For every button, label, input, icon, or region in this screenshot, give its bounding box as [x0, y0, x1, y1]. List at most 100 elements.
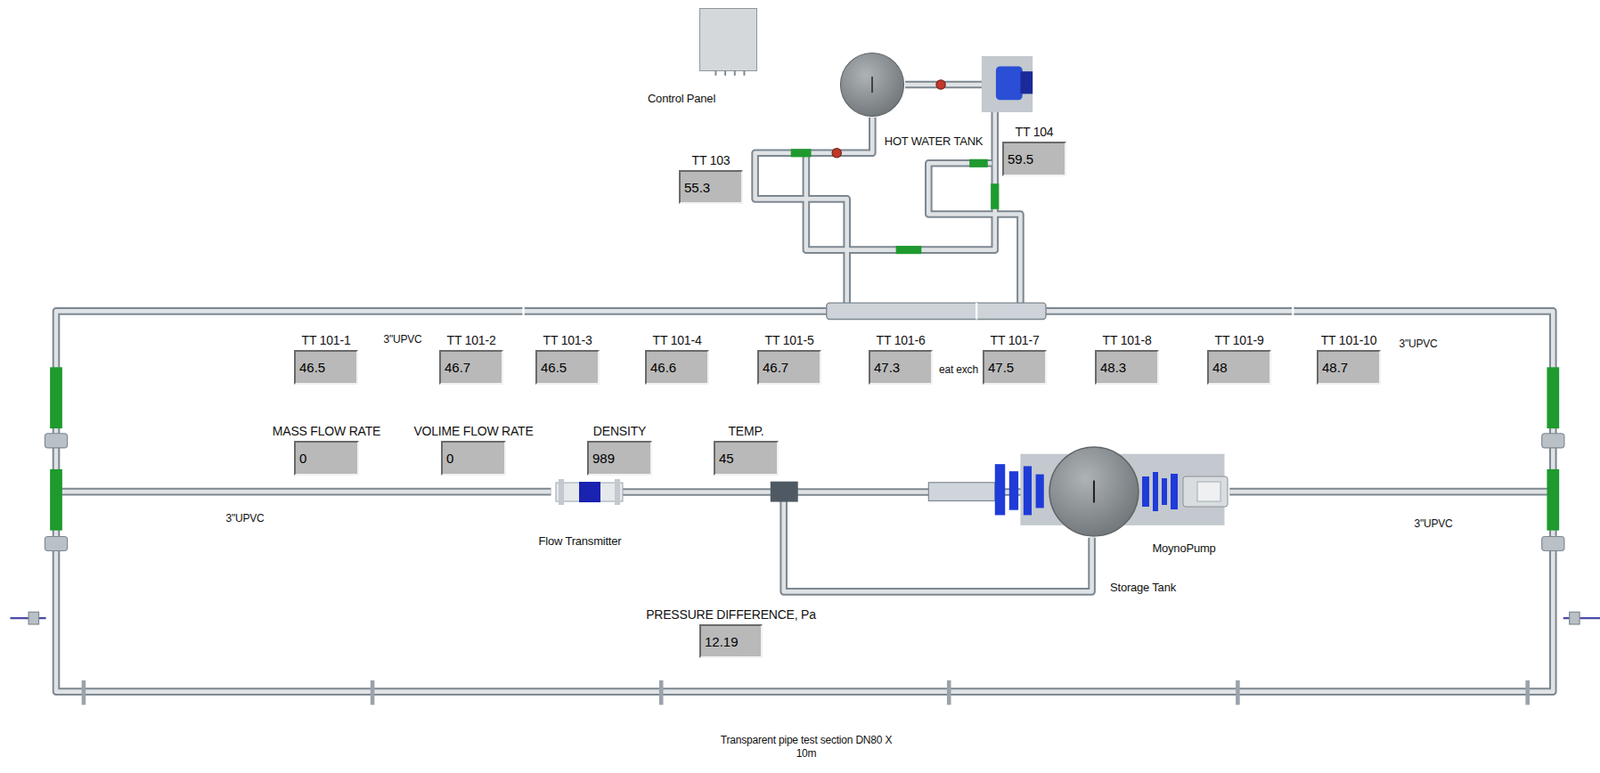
pump-flange — [1009, 471, 1019, 511]
display-box: TT 10355.3 — [678, 170, 743, 205]
tank-body — [840, 52, 904, 116]
reading-value: 989 — [588, 450, 619, 466]
reading-value: 55.3 — [680, 179, 714, 196]
pump-stage — [1170, 473, 1178, 510]
reading-value: 48.3 — [1096, 359, 1130, 376]
reading-value: 48.7 — [1318, 359, 1352, 376]
pipe-spec: 3"UPVC — [1396, 337, 1439, 351]
display-box: TT 101-747.5 — [982, 350, 1047, 385]
display-box: MASS FLOW RATE0 — [293, 440, 360, 476]
display-box: TT 101-146.5 — [293, 350, 359, 385]
pipe-supports — [81, 680, 1530, 705]
drain-line — [9, 617, 46, 620]
pump-flange — [1036, 474, 1045, 509]
tag-label: TEMP. — [726, 424, 767, 439]
sight-glass — [791, 148, 812, 157]
tank-mark — [1093, 481, 1095, 504]
hot-water-pump — [995, 65, 1023, 100]
control-panel: Control Panel — [699, 8, 758, 72]
pipe-support — [81, 680, 87, 705]
reading-value: 0 — [442, 450, 458, 466]
reading-value: 0 — [295, 450, 311, 466]
pipe-spec: 3"UPVC — [1412, 517, 1454, 531]
heat-exchanger — [826, 302, 1046, 319]
sight-glass — [969, 159, 988, 168]
meter-flange — [614, 479, 621, 506]
drain-line — [1563, 617, 1600, 620]
pipe-spec: 3"UPVC — [381, 333, 424, 346]
tag-label: TT 103 — [690, 153, 733, 168]
pipe-joint — [1291, 304, 1294, 318]
tag-label: TT 101-4 — [651, 333, 704, 348]
sight-glass — [49, 367, 63, 429]
display-box: TT 101-848.3 — [1094, 350, 1160, 385]
hot-water-pump-motor — [1020, 71, 1033, 94]
display-box: TT 101-1048.7 — [1316, 350, 1381, 385]
pipe-joint — [975, 302, 978, 319]
meter-coil — [579, 481, 601, 503]
pump-stage — [1142, 476, 1150, 507]
pipe-flange — [44, 433, 67, 449]
tag-label: TT 101-3 — [541, 333, 595, 348]
reading-value: 45 — [715, 450, 738, 466]
display-box: DENSITY989 — [587, 440, 653, 476]
tank-shape — [1047, 445, 1141, 539]
drain-valve — [1569, 612, 1580, 625]
pipe-support — [370, 680, 376, 705]
pipe-outline — [56, 84, 1553, 693]
sight-glass — [990, 183, 999, 210]
pipe-tee — [770, 481, 799, 503]
pipe-flange — [44, 536, 67, 551]
reading-value: 46.5 — [537, 359, 571, 376]
equipment-label: Storage Tank — [1108, 580, 1178, 595]
tag-label: TT 101-5 — [763, 333, 817, 348]
section-caption: Transparent pipe test section DN80 X 10m — [715, 734, 898, 761]
moyno-pump: MoynoPump — [1142, 469, 1230, 515]
reading-value: 46.5 — [295, 359, 329, 376]
display-box: TT 101-246.7 — [439, 350, 504, 385]
hot-water-pump-skid — [981, 56, 1033, 113]
equipment-label: Flow Transmitter — [537, 534, 624, 548]
tag-label: TT 101-7 — [988, 333, 1042, 348]
tank-mark — [871, 76, 873, 93]
pipe-reducer — [928, 482, 995, 502]
display-box: TT 101-446.6 — [644, 350, 710, 385]
equipment-label: eat exch — [937, 363, 980, 376]
display-box: TT 101-647.3 — [868, 350, 933, 385]
tag-label: TT 101-6 — [874, 333, 928, 348]
reading-value: 46.7 — [759, 359, 792, 376]
sight-glass — [49, 469, 63, 531]
tag-label: TT 101-2 — [445, 333, 498, 348]
reading-value: 59.5 — [1004, 151, 1037, 167]
tank-body — [1049, 447, 1139, 537]
tank: HOT WATER TANK — [839, 51, 906, 118]
pipe-spec: 3"UPVC — [223, 512, 266, 525]
flow-transmitter: Flow Transmitter — [555, 479, 623, 506]
tag-label: MASS FLOW RATE — [270, 424, 383, 439]
reading-value: 46.7 — [440, 359, 474, 376]
pipe-support — [659, 680, 664, 705]
pipe-flange — [1542, 433, 1565, 449]
pipe-support — [1235, 680, 1241, 705]
display-box: VOLIME FLOW RATE0 — [440, 440, 507, 476]
cable-gland — [724, 70, 727, 76]
tag-label: TT 101-9 — [1213, 333, 1266, 348]
pipe-flange — [1542, 536, 1565, 551]
equipment-label: HOT WATER TANK — [882, 134, 986, 148]
pipe-support — [946, 680, 952, 705]
tank-shape — [839, 51, 906, 118]
sight-glass — [1546, 469, 1560, 531]
flow-transmitter-body — [555, 479, 623, 506]
pump-flange — [995, 464, 1005, 515]
cable-gland — [742, 70, 745, 76]
meter-body — [555, 482, 623, 502]
tank: Storage Tank — [1047, 445, 1141, 539]
reading-value: 46.6 — [646, 359, 680, 376]
tag-label: DENSITY — [591, 424, 648, 439]
tag-label: VOLIME FLOW RATE — [411, 424, 535, 439]
pump-drive — [1183, 476, 1228, 507]
cable-gland — [714, 70, 717, 76]
